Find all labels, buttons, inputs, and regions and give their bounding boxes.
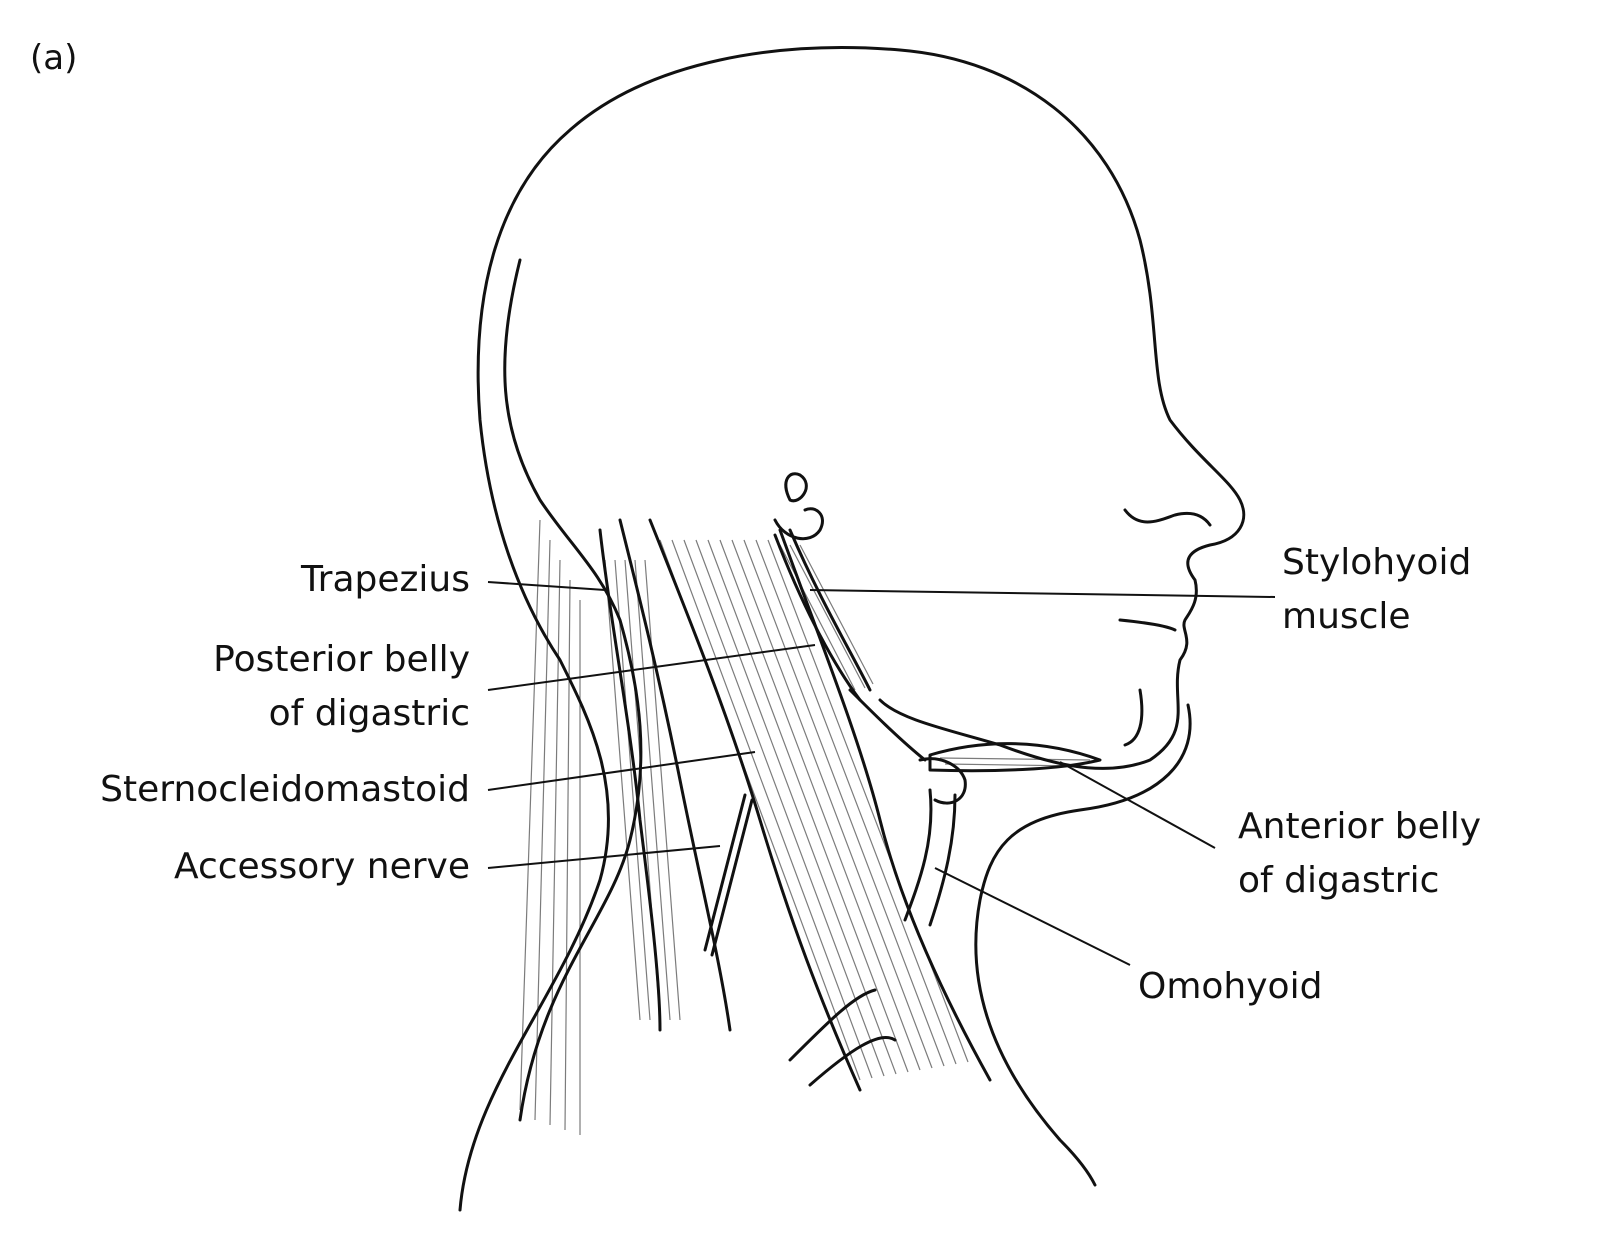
nostril-line [1123,508,1212,527]
leader-lines [487,581,1276,966]
hyoid [918,757,967,805]
label-trapezius: Trapezius [300,559,470,600]
anterior-digastric-shape [928,742,1102,773]
chin-curve [1123,688,1144,747]
accessory-nerve [703,793,754,957]
mastoid [773,507,824,541]
ear [784,472,808,503]
omohyoid-lower [788,988,897,1087]
trapezius-edge-back [598,528,662,1032]
leader-anterior-belly [1059,761,1216,849]
leader-trapezius [487,581,606,591]
omohyoid-muscle [903,788,957,927]
leader-sternocleidomastoid [487,751,756,791]
leader-accessory-nerve [487,845,721,869]
label-accessory-nerve: Accessory nerve [173,846,470,887]
scm-edge-front [778,528,992,1082]
label-anterior-belly: Anterior belly of digastric [1238,806,1482,901]
front-neck-outline [974,703,1192,1187]
label-posterior-belly: Posterior belly of digastric [213,639,470,734]
scm-edge-back [648,518,862,1092]
label-sternocleidomastoid: Sternocleidomastoid [100,769,470,810]
trapezius-edge-front [618,518,732,1032]
label-stylohyoid: Stylohyoid muscle [1282,542,1472,637]
leader-posterior-belly [487,644,816,691]
head-outline [458,46,1246,1212]
muscle-hatching [519,519,1091,1135]
leader-stylohyoid [809,589,1276,598]
leader-omohyoid [934,867,1131,966]
label-omohyoid: Omohyoid [1138,966,1323,1007]
panel-label: (a) [30,38,78,78]
mouth-line [1118,618,1177,632]
stylohyoid-muscle [773,528,872,702]
back-neck-contour [503,258,643,1122]
